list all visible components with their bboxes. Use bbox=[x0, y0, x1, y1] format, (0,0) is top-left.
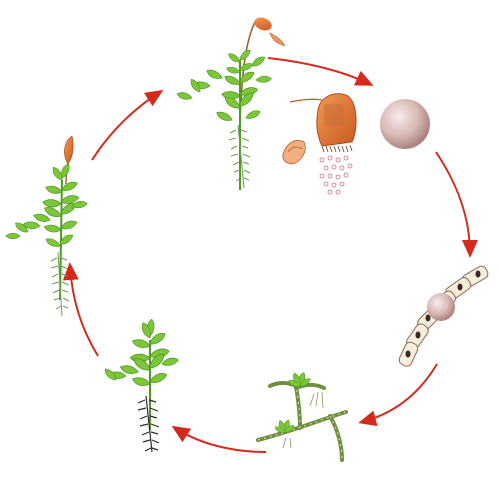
arrow-2 bbox=[435, 151, 478, 258]
germinating-spore-icon bbox=[398, 265, 489, 367]
moss-plant-with-young-sporophyte-icon bbox=[5, 135, 88, 317]
cycle-arrows bbox=[62, 57, 478, 453]
arrow-4 bbox=[171, 425, 267, 453]
arrow-1 bbox=[267, 57, 374, 86]
arrow-5 bbox=[62, 262, 99, 357]
arrow-6 bbox=[91, 89, 164, 161]
young-moss-plant-icon bbox=[102, 318, 180, 453]
spore-capsule-icon bbox=[282, 93, 357, 195]
moss-plant-with-sporophyte-icon bbox=[175, 17, 286, 190]
protonema-icon bbox=[256, 371, 348, 462]
spore-icon bbox=[380, 99, 430, 149]
arrow-3 bbox=[358, 363, 438, 427]
